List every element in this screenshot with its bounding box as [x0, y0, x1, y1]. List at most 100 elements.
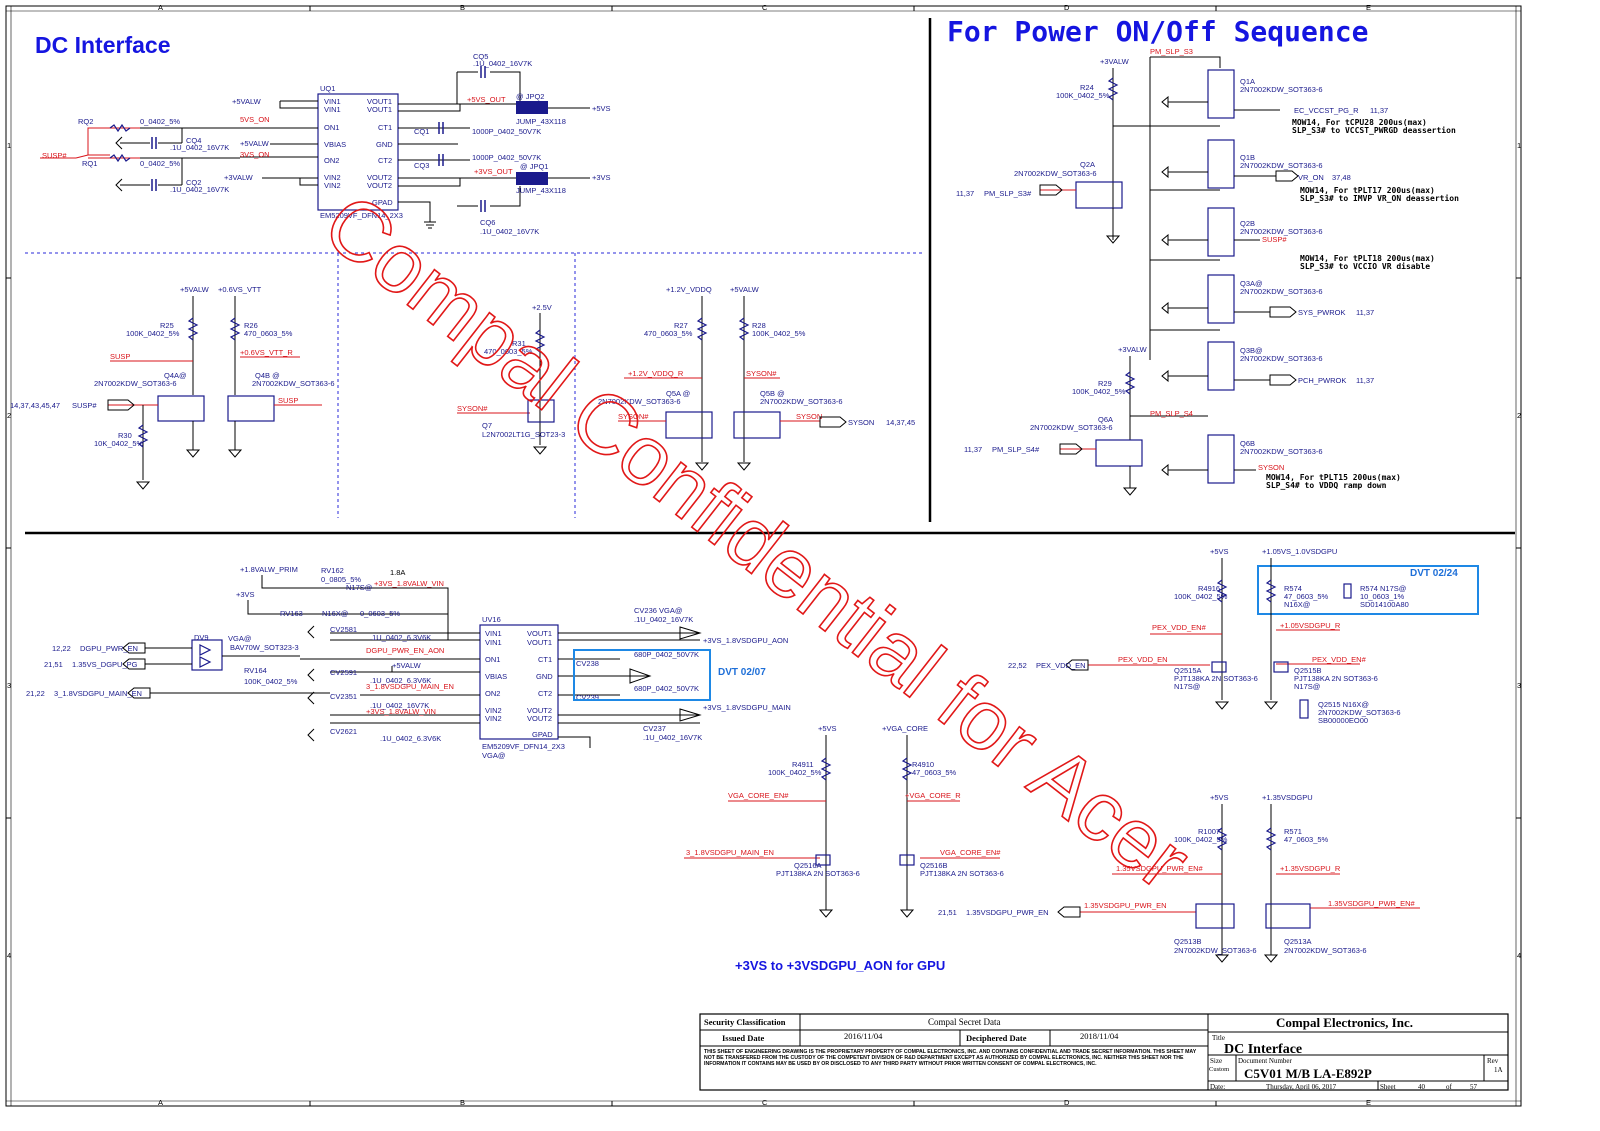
col-label-b-bottom: B	[460, 1098, 465, 1107]
cv2621-ref: CV2621	[330, 727, 357, 736]
q2515b-ref: Q2515B	[1294, 666, 1322, 675]
title-value: DC Interface	[1224, 1042, 1302, 1057]
r26-ref: R26	[244, 321, 258, 330]
net-06vs-vtt-r: +0.6VS_VTT_R	[240, 348, 293, 357]
q3b-val: 2N7002KDW_SOT363-6	[1240, 354, 1323, 363]
net-3-1-8vsdgpu-main-en: 3_1.8VSDGPU_MAIN_EN	[686, 848, 774, 857]
jpq1-jumper	[516, 172, 548, 185]
net-1-35-pwr-en-hash-b: 1.35VSDGPU_PWR_EN#	[1328, 899, 1416, 908]
title-block: Security Classification Compal Secret Da…	[699, 1013, 1509, 1091]
uv16-chip	[479, 624, 559, 740]
net-pm-slp-s4: PM_SLP_S4	[1150, 409, 1193, 418]
cq6-ref: CQ6	[480, 218, 495, 227]
col-label-d-bottom: D	[1064, 1098, 1070, 1107]
uv16-pin-vin2b: VIN2	[485, 714, 502, 723]
uq1-chip	[317, 93, 399, 211]
row-label-3-right: 3	[1517, 681, 1521, 690]
uq1-pin-on1: ON1	[324, 123, 339, 132]
uv16-pin-gpad: GPAD	[532, 730, 553, 739]
net-06vs-vtt: +0.6VS_VTT	[218, 285, 262, 294]
row-label-3: 3	[7, 681, 11, 690]
q4a-ref: Q4A@	[164, 371, 187, 380]
r24-ref: R24	[1080, 83, 1094, 92]
net-susp-b: SUSP	[278, 396, 298, 405]
cv2591-ref: CV2591	[330, 668, 357, 677]
q2a-ref: Q2A	[1080, 160, 1095, 169]
susp-syson-block: +5VALW +0.6VS_VTT R25 100K_0402_5% R26 4…	[10, 285, 915, 490]
r4911-ref: R4911	[792, 760, 814, 769]
uv16-pin-gnd: GND	[536, 672, 553, 681]
net-vga-core-r: +VGA_CORE_R	[905, 791, 961, 800]
uv16-pin-vout1b: VOUT1	[527, 638, 552, 647]
gpu-loadswitch-block: 1.8A +1.8VALW_PRIM +3VS RV162 0_0805_5% …	[26, 565, 791, 760]
net-1-35-pwr-en-in: 1.35VSDGPU_PWR_EN	[966, 908, 1049, 917]
size-value: Custom	[1209, 1066, 1229, 1073]
q5b-transistor	[733, 411, 781, 439]
rv164-val: 100K_0402_5%	[244, 677, 298, 686]
net-3valw-seq-a: +3VALW	[1100, 57, 1130, 66]
net-3vs-gpu: +3VS	[236, 590, 255, 599]
net-5valw-b: +5VALW	[240, 139, 270, 148]
col-label-a: A	[158, 3, 163, 12]
note-2a: MOW14, For tPLT17 200us(max)	[1300, 186, 1435, 195]
r4911-val: 100K_0402_5%	[768, 768, 822, 777]
net-pch-pwrok: PCH_PWROK	[1298, 376, 1346, 385]
q2515-pn: SB00000EO00	[1318, 716, 1368, 725]
rv163-ref: RV163	[280, 609, 303, 618]
net-5valw-a: +5VALW	[232, 97, 262, 106]
q2515b-transistor	[1273, 661, 1289, 673]
deciphered-label: Deciphered Date	[966, 1033, 1027, 1043]
sheet-value: 40	[1418, 1083, 1426, 1091]
q6a-ref: Q6A	[1098, 415, 1113, 424]
rv162-val: 0_0805_5%	[321, 575, 361, 584]
cq6-val: .1U_0402_16V7K	[480, 227, 539, 236]
net-5vs-on: 5VS_ON	[240, 115, 270, 124]
row-label-2: 2	[7, 411, 11, 420]
q2513a-val: 2N7002KDW_SOT363-6	[1284, 946, 1367, 955]
net-vga-core: +VGA_CORE	[882, 724, 928, 733]
r1007-val: 100K_0402_5%	[1174, 835, 1228, 844]
docnum-value: C5V01 M/B LA-E892P	[1244, 1066, 1372, 1081]
net-pex-vdd-en-hash-a: PEX_VDD_EN#	[1152, 623, 1207, 632]
uv16-pin-vout2a: VOUT2	[527, 706, 552, 715]
q2516a-ref: Q2516A	[794, 861, 822, 870]
legal-notice: THIS SHEET OF ENGINEERING DRAWING IS THE…	[704, 1049, 1197, 1067]
q2516b-transistor	[899, 854, 915, 866]
cv236-val: .1U_0402_16V7K	[634, 615, 693, 624]
r30-ref: R30	[118, 431, 132, 440]
ref-susp-in: 14,37,43,45,47	[10, 401, 60, 410]
q2513a-transistor	[1265, 903, 1311, 929]
size-label: Size	[1210, 1057, 1222, 1065]
q2516b-val: PJT138KA 2N SOT363-6	[920, 869, 1004, 878]
uq1-pin-vin1b: VIN1	[324, 105, 341, 114]
net-1-2v-vddq: +1.2V_VDDQ	[666, 285, 712, 294]
cv239-ref: CV239	[576, 693, 599, 702]
net-1-35-pwr-en-hash-a: 1.35VSDGPU_PWR_EN#	[1116, 864, 1204, 873]
r574b-ref: R574 N17S@	[1360, 584, 1406, 593]
dv9-opt: VGA@	[228, 634, 251, 643]
dc-interface-block: UQ1 EM5209VF_DFN14_2X3 VIN1 VIN1 ON1 VBI…	[40, 52, 611, 236]
net-dgpu-pwr-en: DGPU_PWR_EN	[80, 644, 138, 653]
r4916-val: 100K_0402_5%	[1174, 592, 1228, 601]
net-3valw: +3VALW	[224, 173, 254, 182]
q1a-ref: Q1A	[1240, 77, 1255, 86]
cq1-val: 1000P_0402_50V7K	[472, 127, 541, 136]
r574-ref: R574	[1284, 584, 1302, 593]
q2513b-transistor	[1195, 903, 1235, 929]
q4a-val: 2N7002KDW_SOT363-6	[94, 379, 177, 388]
jpq2-val: JUMP_43X118	[516, 117, 566, 126]
uq1-pin-vin2a: VIN2	[324, 173, 341, 182]
uv16-pin-ct1: CT1	[538, 655, 552, 664]
cv2621-val: .1U_0402_6.3V6K	[380, 734, 441, 743]
issued-value: 2016/11/04	[844, 1031, 883, 1041]
ref-main-en: 21,22	[26, 689, 45, 698]
r574b-pn: SD014100A80	[1360, 600, 1409, 609]
r26-val: 470_0603_5%	[244, 329, 293, 338]
r574-val: 47_0603_5%	[1284, 592, 1329, 601]
jpq1-ref: @ JPQ1	[520, 162, 548, 171]
uq1-pin-vout2b: VOUT2	[367, 181, 392, 190]
cv2351-ref: CV2351	[330, 692, 357, 701]
note-2b: SLP_S3# to IMVP VR_ON deassertion	[1300, 193, 1459, 203]
uq1-part: EM5209VF_DFN14_2X3	[320, 211, 403, 220]
